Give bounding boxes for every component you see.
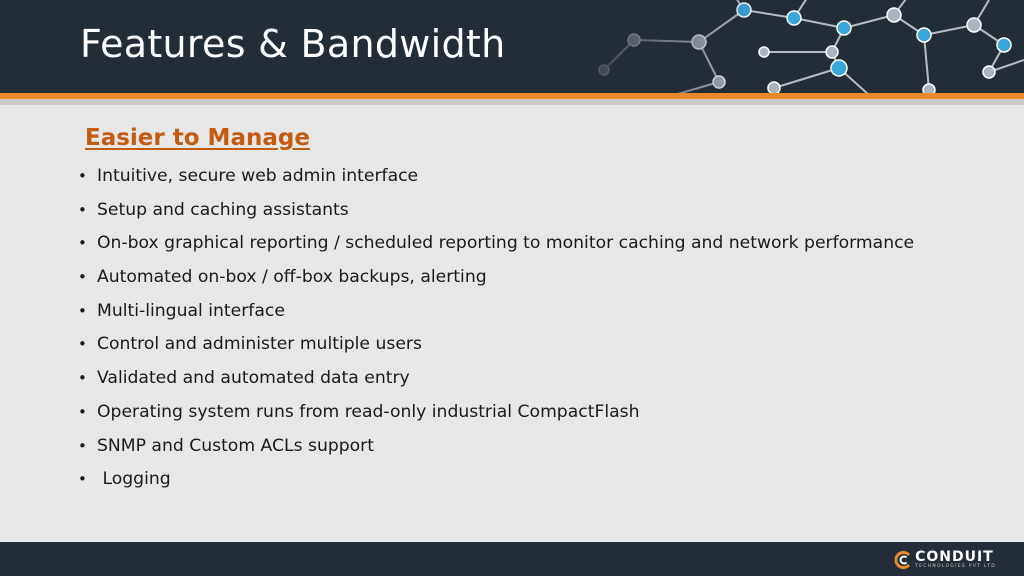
bullet-icon: • <box>78 268 87 287</box>
list-item-text: SNMP and Custom ACLs support <box>97 435 374 456</box>
list-item: • Multi-lingual interface <box>78 295 914 329</box>
bullet-icon: • <box>78 369 87 388</box>
shadow-strip <box>0 99 1024 105</box>
list-item: • On-box graphical reporting / scheduled … <box>78 227 914 261</box>
header-fade <box>560 0 760 93</box>
list-item: • Logging <box>78 463 914 497</box>
company-logo: CONDUIT TECHNOLOGIES PVT LTD <box>894 548 996 572</box>
list-item: • Operating system runs from read-only in… <box>78 396 914 430</box>
list-item-text: Multi-lingual interface <box>97 300 285 321</box>
logo-text: CONDUIT TECHNOLOGIES PVT LTD <box>915 550 996 570</box>
list-item: • SNMP and Custom ACLs support <box>78 430 914 464</box>
slide-title: Features & Bandwidth <box>80 22 506 66</box>
logo-tagline: TECHNOLOGIES PVT LTD <box>915 564 996 570</box>
bullet-icon: • <box>78 436 87 455</box>
conduit-logo-icon <box>894 551 911 569</box>
feature-list: • Intuitive, secure web admin interface •… <box>78 160 914 497</box>
list-item-text: Intuitive, secure web admin interface <box>97 166 419 186</box>
list-item-text: Automated on-box / off-box backups, aler… <box>97 267 487 288</box>
list-item: • Control and administer multiple users <box>78 328 914 362</box>
bullet-icon: • <box>78 402 87 421</box>
bullet-icon: • <box>78 234 87 253</box>
bullet-icon: • <box>78 167 87 185</box>
list-item: • Validated and automated data entry <box>78 362 914 396</box>
slide-footer: CONDUIT TECHNOLOGIES PVT LTD <box>0 542 1024 576</box>
section-heading: Easier to Manage <box>85 125 310 151</box>
list-item-text: Operating system runs from read-only ind… <box>97 401 640 422</box>
list-item: • Automated on-box / off-box backups, ale… <box>78 261 914 295</box>
list-item-text: On-box graphical reporting / scheduled r… <box>97 233 915 254</box>
list-item-text: Setup and caching assistants <box>97 199 349 220</box>
list-item-text: Logging <box>97 469 171 490</box>
list-item-text: Validated and automated data entry <box>97 368 410 389</box>
slide-header: Features & Bandwidth <box>0 0 1024 93</box>
logo-brand: CONDUIT <box>915 549 994 566</box>
list-item: • Intuitive, secure web admin interface <box>78 160 914 194</box>
bullet-icon: • <box>78 335 87 354</box>
list-item: • Setup and caching assistants <box>78 194 914 228</box>
accent-divider <box>0 93 1024 99</box>
bullet-icon: • <box>78 200 87 219</box>
bullet-icon: • <box>78 470 87 489</box>
bullet-icon: • <box>78 301 87 320</box>
list-item-text: Control and administer multiple users <box>97 334 422 355</box>
